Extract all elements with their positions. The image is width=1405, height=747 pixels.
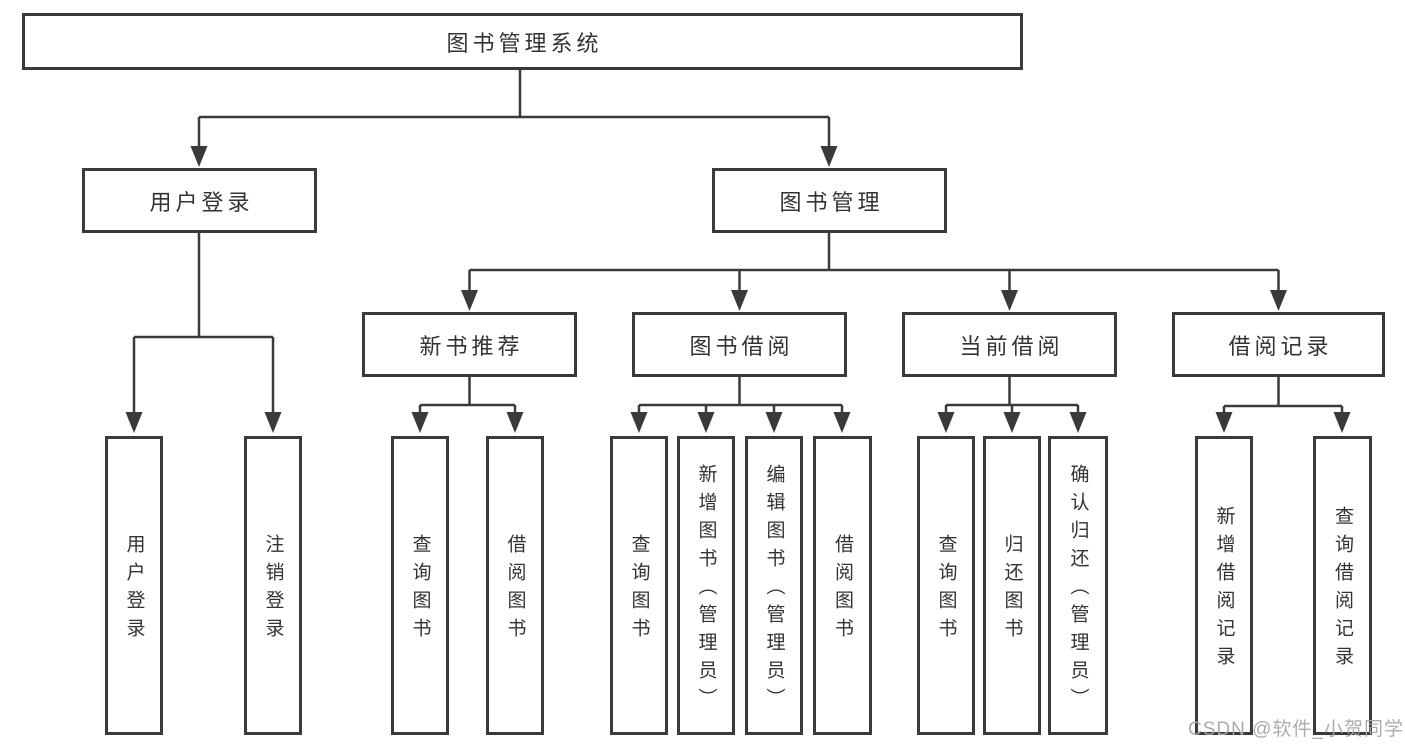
- arrowhead-icon: [1333, 412, 1351, 433]
- arrowhead-icon: [630, 412, 648, 433]
- arrowhead-icon: [820, 146, 838, 167]
- arrowhead-icon: [125, 412, 143, 433]
- connector-paths: [132, 69, 1344, 416]
- node-book-management-label: 图书管理: [779, 189, 884, 215]
- node-root-label: 图书管理系统: [446, 30, 603, 56]
- arrowhead-icon: [1270, 290, 1287, 311]
- arrowhead-icon: [1069, 412, 1087, 433]
- arrowhead-icon: [190, 146, 208, 167]
- leaf-borrow-add-book-label: 新增图书（管理员）: [695, 464, 717, 716]
- leaf-add-borrow-record-label: 新增借阅记录: [1213, 506, 1235, 674]
- leaf-borrow-book: 借阅图书: [813, 436, 872, 735]
- leaf-newbook-query-label: 查询图书: [409, 534, 431, 646]
- leaf-confirm-return: 确认归还（管理员）: [1048, 436, 1108, 735]
- arrowhead-icon: [1001, 290, 1018, 311]
- node-root: 图书管理系统: [22, 13, 1023, 70]
- leaf-query-borrow-record: 查询借阅记录: [1313, 436, 1372, 735]
- leaf-add-borrow-record: 新增借阅记录: [1195, 436, 1253, 735]
- node-user-login-label: 用户登录: [149, 189, 254, 215]
- node-book-management: 图书管理: [712, 168, 947, 233]
- leaf-borrow-book-label: 借阅图书: [832, 534, 853, 646]
- csdn-watermark: CSDN @软件_小贺同学: [1188, 719, 1404, 740]
- arrowhead-icon: [833, 412, 851, 433]
- arrowhead-icon: [731, 290, 748, 311]
- node-book-borrowing-label: 图书借阅: [689, 333, 794, 359]
- leaf-borrow-edit-book-label: 编辑图书（管理员）: [763, 464, 785, 716]
- leaf-user-login: 用户登录: [105, 436, 163, 735]
- leaf-return-book: 归还图书: [983, 436, 1041, 735]
- arrowhead-icon: [506, 412, 524, 433]
- leaf-borrow-query-label: 查询图书: [628, 534, 650, 646]
- arrowhead-icon: [1215, 412, 1233, 433]
- arrowhead-icon: [411, 412, 429, 433]
- leaf-current-query: 查询图书: [917, 436, 975, 735]
- leaf-confirm-return-label: 确认归还（管理员）: [1067, 464, 1089, 716]
- leaf-borrow-add-book: 新增图书（管理员）: [677, 436, 735, 735]
- node-book-borrowing: 图书借阅: [632, 312, 847, 377]
- leaf-logout-label: 注销登录: [262, 534, 284, 646]
- leaf-user-login-label: 用户登录: [123, 534, 145, 646]
- leaf-borrow-edit-book: 编辑图书（管理员）: [745, 436, 803, 735]
- node-new-book-recommend: 新书推荐: [362, 312, 577, 377]
- node-current-borrowing-label: 当前借阅: [959, 333, 1064, 359]
- node-new-book-recommend-label: 新书推荐: [419, 333, 524, 359]
- leaf-query-borrow-record-label: 查询借阅记录: [1332, 506, 1353, 674]
- node-user-login: 用户登录: [82, 168, 317, 233]
- arrowhead-icon: [765, 412, 783, 433]
- arrowhead-icon: [1003, 412, 1021, 433]
- node-borrow-records: 借阅记录: [1172, 312, 1385, 377]
- node-current-borrowing: 当前借阅: [902, 312, 1117, 377]
- leaf-borrow-query: 查询图书: [610, 436, 668, 735]
- leaf-current-query-label: 查询图书: [935, 534, 957, 646]
- arrowhead-icon: [697, 412, 715, 433]
- arrowhead-icon: [937, 412, 955, 433]
- node-borrow-records-label: 借阅记录: [1228, 333, 1333, 359]
- leaf-return-book-label: 归还图书: [1001, 534, 1023, 646]
- leaf-newbook-query: 查询图书: [391, 436, 449, 735]
- arrowhead-icon: [461, 290, 478, 311]
- leaf-newbook-borrow-label: 借阅图书: [504, 534, 526, 646]
- arrowhead-icon: [264, 412, 282, 433]
- leaf-logout: 注销登录: [244, 436, 302, 735]
- leaf-newbook-borrow: 借阅图书: [486, 436, 544, 735]
